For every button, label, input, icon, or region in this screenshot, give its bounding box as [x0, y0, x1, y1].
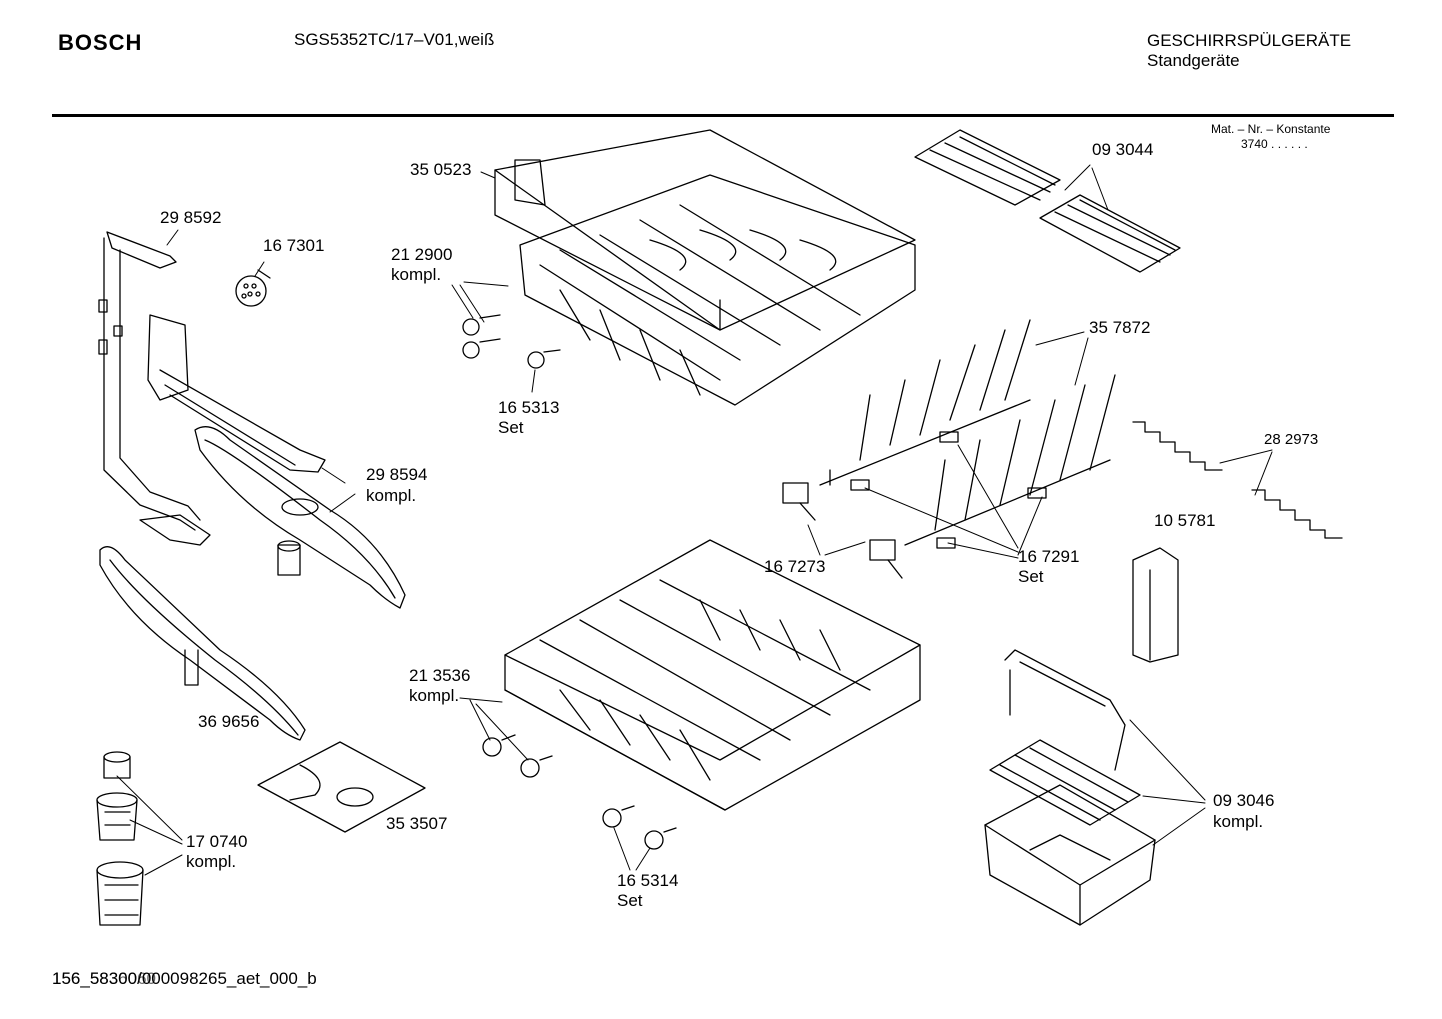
part-note-213536: kompl. — [409, 686, 460, 705]
part-note-298594: kompl. — [366, 486, 417, 505]
upper-basket-drawing — [494, 129, 916, 406]
header-rule — [52, 114, 1394, 117]
part-note-212900: kompl. — [391, 265, 442, 284]
clips-drawing — [782, 431, 1047, 579]
part-number-212900: 21 2900 — [391, 245, 453, 264]
constant-value: 3740 . . . . . . — [1241, 137, 1308, 151]
part-number-165314: 16 5314 — [617, 871, 679, 890]
flat-plate-drawing — [257, 741, 426, 833]
part-number-105781: 10 5781 — [1154, 511, 1216, 530]
cutlery-basket-drawing — [984, 649, 1156, 926]
upper-spray-arm-drawing — [194, 426, 406, 609]
sleeve-drawing — [1132, 547, 1179, 663]
part-number-298594: 29 8594 — [366, 465, 428, 484]
part-note-165313: Set — [498, 418, 524, 437]
supply-pipe-drawing — [98, 231, 211, 546]
part-number-353507: 35 3507 — [386, 814, 448, 833]
part-number-165313: 16 5313 — [498, 398, 560, 417]
subcategory-title: Standgeräte — [1147, 51, 1240, 70]
part-number-093046: 09 3046 — [1213, 791, 1275, 810]
category-title: GESCHIRRSPÜLGERÄTE — [1147, 31, 1352, 50]
leader-lines — [116, 164, 1273, 876]
part-number-350523: 35 0523 — [410, 160, 472, 179]
footer-overprint: 156_5836060 — [52, 969, 157, 988]
upper-wheels-drawing — [462, 314, 561, 369]
part-note-165314: Set — [617, 891, 643, 910]
part-note-170740: kompl. — [186, 852, 237, 871]
part-number-167291: 16 7291 — [1018, 547, 1080, 566]
part-number-093044: 09 3044 — [1092, 140, 1154, 159]
part-number-213536: 21 3536 — [409, 666, 471, 685]
lower-wheels-drawing — [482, 734, 677, 850]
part-number-298592: 29 8592 — [160, 208, 222, 227]
part-note-167291: Set — [1018, 567, 1044, 586]
zigzag-holders-drawing — [1132, 421, 1343, 539]
constant-label: Mat. – Nr. – Konstante — [1211, 122, 1331, 136]
tine-racks-drawing — [819, 319, 1116, 546]
part-number-170740: 17 0740 — [186, 832, 248, 851]
part-note-093046: kompl. — [1213, 812, 1264, 831]
part-number-357872: 35 7872 — [1089, 318, 1151, 337]
footer-code: 156_58300/000098265_aet_000_b — [52, 969, 317, 988]
tine-rows-drawing — [914, 129, 1181, 273]
brand-logo: BOSCH — [58, 30, 143, 55]
part-number-167301: 16 7301 — [263, 236, 325, 255]
lower-spray-arm-drawing — [99, 546, 306, 741]
part-number-282973: 28 2973 — [1264, 431, 1319, 448]
part-number-369656: 36 9656 — [198, 712, 260, 731]
model-number: SGS5352TC/17–V01,weiß — [294, 30, 495, 49]
filter-mesh-drawing — [235, 269, 271, 307]
lower-basket-drawing — [504, 539, 921, 811]
pipe-arm-drawing — [147, 314, 326, 473]
filter-cylinders-drawing — [96, 751, 144, 926]
part-number-167273: 16 7273 — [764, 557, 826, 576]
